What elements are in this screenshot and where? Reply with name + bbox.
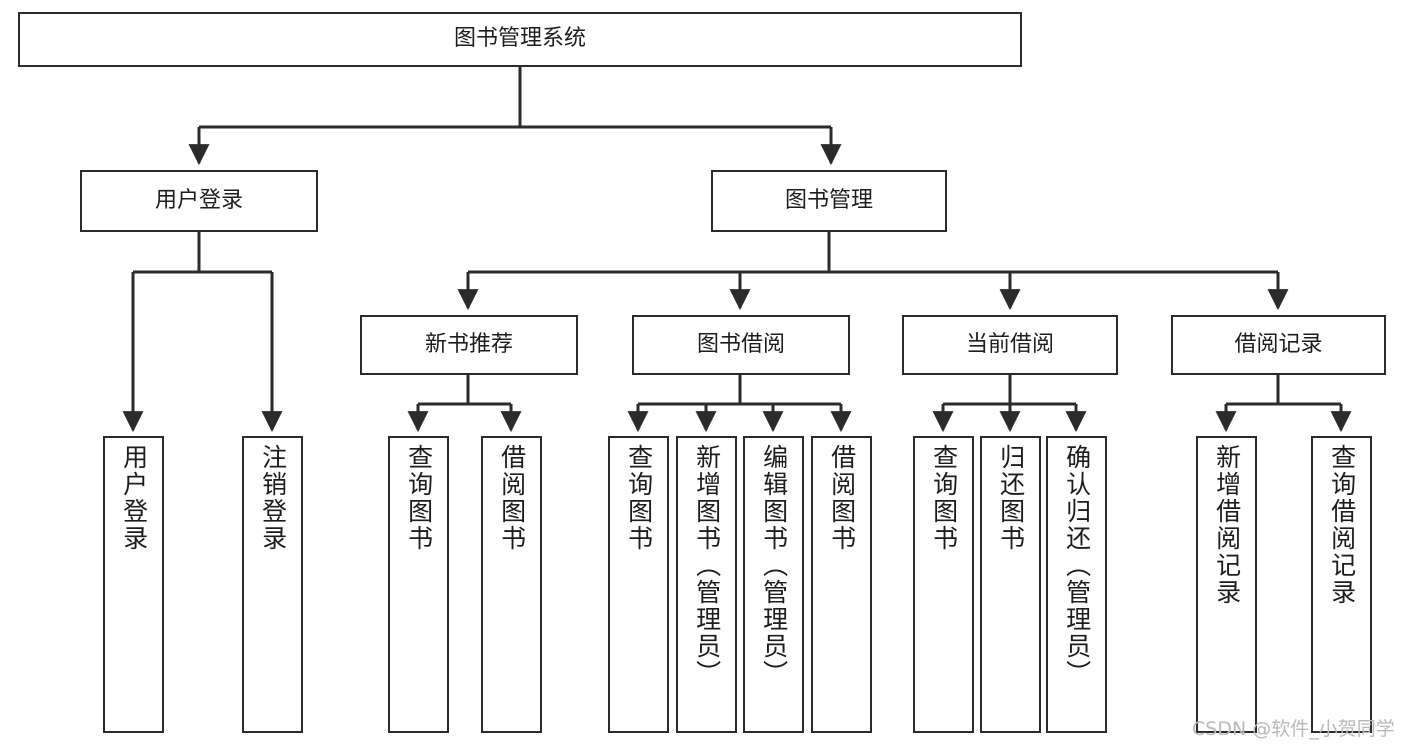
node-current-borrow-label: 当前借阅 xyxy=(965,331,1054,357)
leaf-query-borrow-record[interactable]: 查询借阅记录 xyxy=(1311,436,1372,733)
leaf-edit-book-admin-label: 编辑图书（管理员） xyxy=(759,444,789,687)
leaf-query-book-current-label: 查询图书 xyxy=(929,444,959,552)
leaf-borrow-book-recommend[interactable]: 借阅图书 xyxy=(481,436,542,733)
node-current-borrow[interactable]: 当前借阅 xyxy=(902,315,1118,375)
leaf-add-book-admin[interactable]: 新增图书（管理员） xyxy=(676,436,737,733)
node-user-login[interactable]: 用户登录 xyxy=(80,170,318,232)
node-borrow-record-label: 借阅记录 xyxy=(1234,331,1323,357)
node-book-management-label: 图书管理 xyxy=(784,187,873,213)
leaf-logout[interactable]: 注销登录 xyxy=(242,436,303,733)
node-new-book-recommend-label: 新书推荐 xyxy=(424,331,513,357)
leaf-user-login-label: 用户登录 xyxy=(119,444,149,552)
leaf-return-book-label: 归还图书 xyxy=(996,444,1026,552)
node-book-management[interactable]: 图书管理 xyxy=(711,170,947,232)
leaf-query-borrow-record-label: 查询借阅记录 xyxy=(1327,444,1357,606)
leaf-confirm-return-admin[interactable]: 确认归还（管理员） xyxy=(1046,436,1107,733)
leaf-borrow-book-recommend-label: 借阅图书 xyxy=(497,444,527,552)
node-new-book-recommend[interactable]: 新书推荐 xyxy=(360,315,578,375)
leaf-add-borrow-record[interactable]: 新增借阅记录 xyxy=(1196,436,1257,733)
leaf-query-book-current[interactable]: 查询图书 xyxy=(913,436,974,733)
leaf-borrow-book-label: 借阅图书 xyxy=(827,444,857,552)
leaf-logout-label: 注销登录 xyxy=(258,444,288,552)
node-book-borrow[interactable]: 图书借阅 xyxy=(632,315,850,375)
leaf-return-book[interactable]: 归还图书 xyxy=(980,436,1041,733)
csdn-watermark: CSDN @软件_小贺同学 xyxy=(1192,718,1395,740)
node-user-login-label: 用户登录 xyxy=(154,187,243,213)
node-root-system-label: 图书管理系统 xyxy=(453,26,586,52)
leaf-query-book-recommend-label: 查询图书 xyxy=(404,444,434,552)
leaf-borrow-book[interactable]: 借阅图书 xyxy=(811,436,872,733)
leaf-query-book-borrow-label: 查询图书 xyxy=(624,444,654,552)
node-borrow-record[interactable]: 借阅记录 xyxy=(1171,315,1386,375)
leaf-add-book-admin-label: 新增图书（管理员） xyxy=(692,444,722,687)
leaf-user-login[interactable]: 用户登录 xyxy=(103,436,164,733)
leaf-add-borrow-record-label: 新增借阅记录 xyxy=(1212,444,1242,606)
leaf-edit-book-admin[interactable]: 编辑图书（管理员） xyxy=(743,436,804,733)
leaf-query-book-recommend[interactable]: 查询图书 xyxy=(388,436,449,733)
leaf-confirm-return-admin-label: 确认归还（管理员） xyxy=(1062,444,1092,687)
node-root-system[interactable]: 图书管理系统 xyxy=(18,12,1022,67)
leaf-query-book-borrow[interactable]: 查询图书 xyxy=(608,436,669,733)
node-book-borrow-label: 图书借阅 xyxy=(696,331,785,357)
